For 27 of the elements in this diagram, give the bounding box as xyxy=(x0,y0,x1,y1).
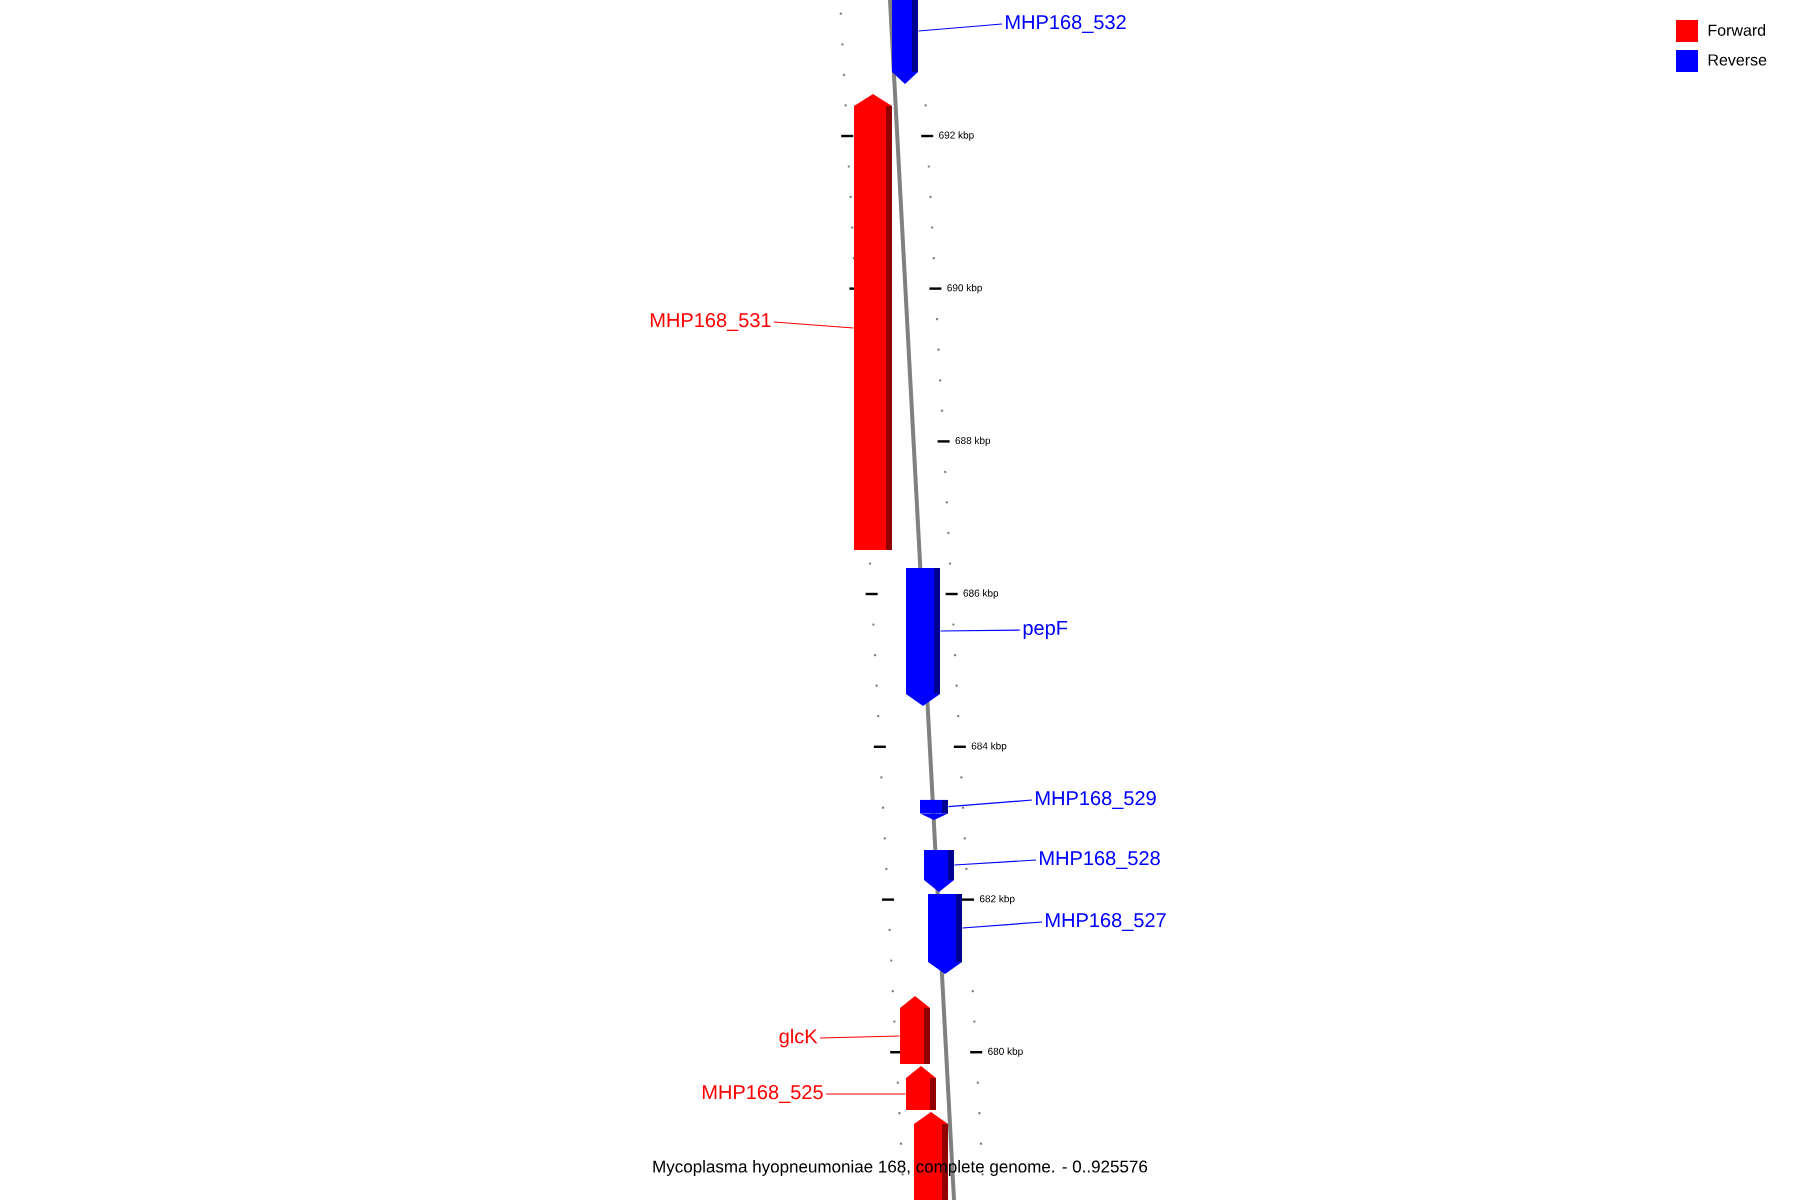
leader-line xyxy=(953,859,1037,866)
gene-label: MHP168_528 xyxy=(1040,851,1160,869)
gene-bar xyxy=(928,894,962,974)
gene-label: pepF xyxy=(1023,621,1068,639)
gene-bar xyxy=(906,1066,936,1110)
leader-line xyxy=(939,629,1021,632)
gene-bar xyxy=(924,850,954,892)
gene-bar xyxy=(900,996,930,1064)
leader-line xyxy=(961,921,1043,929)
gene-bar xyxy=(892,0,918,84)
leader-line xyxy=(825,1093,907,1095)
leader-line xyxy=(917,23,1003,32)
gene-label: MHP168_525 xyxy=(702,1085,823,1103)
legend-label: Reverse xyxy=(1708,54,1767,66)
gene-bar xyxy=(854,94,892,550)
gene-label: MHP168_529 xyxy=(1036,791,1156,809)
gene-bar xyxy=(920,799,948,820)
gene-label: glcK xyxy=(779,1028,818,1048)
legend-label: Forward xyxy=(1708,24,1766,36)
caption: Mycoplasma hyopneumoniae 168, complete genome. - 0..925576 xyxy=(653,1160,1148,1176)
gene-label: MHP168_531 xyxy=(650,313,771,331)
leader-line xyxy=(773,321,855,329)
leader-line xyxy=(819,1035,901,1039)
leader-line xyxy=(947,799,1033,808)
gene-bar xyxy=(906,568,940,706)
gene-label: MHP168_527 xyxy=(1046,913,1166,931)
gene-label: MHP168_532 xyxy=(1006,15,1126,33)
